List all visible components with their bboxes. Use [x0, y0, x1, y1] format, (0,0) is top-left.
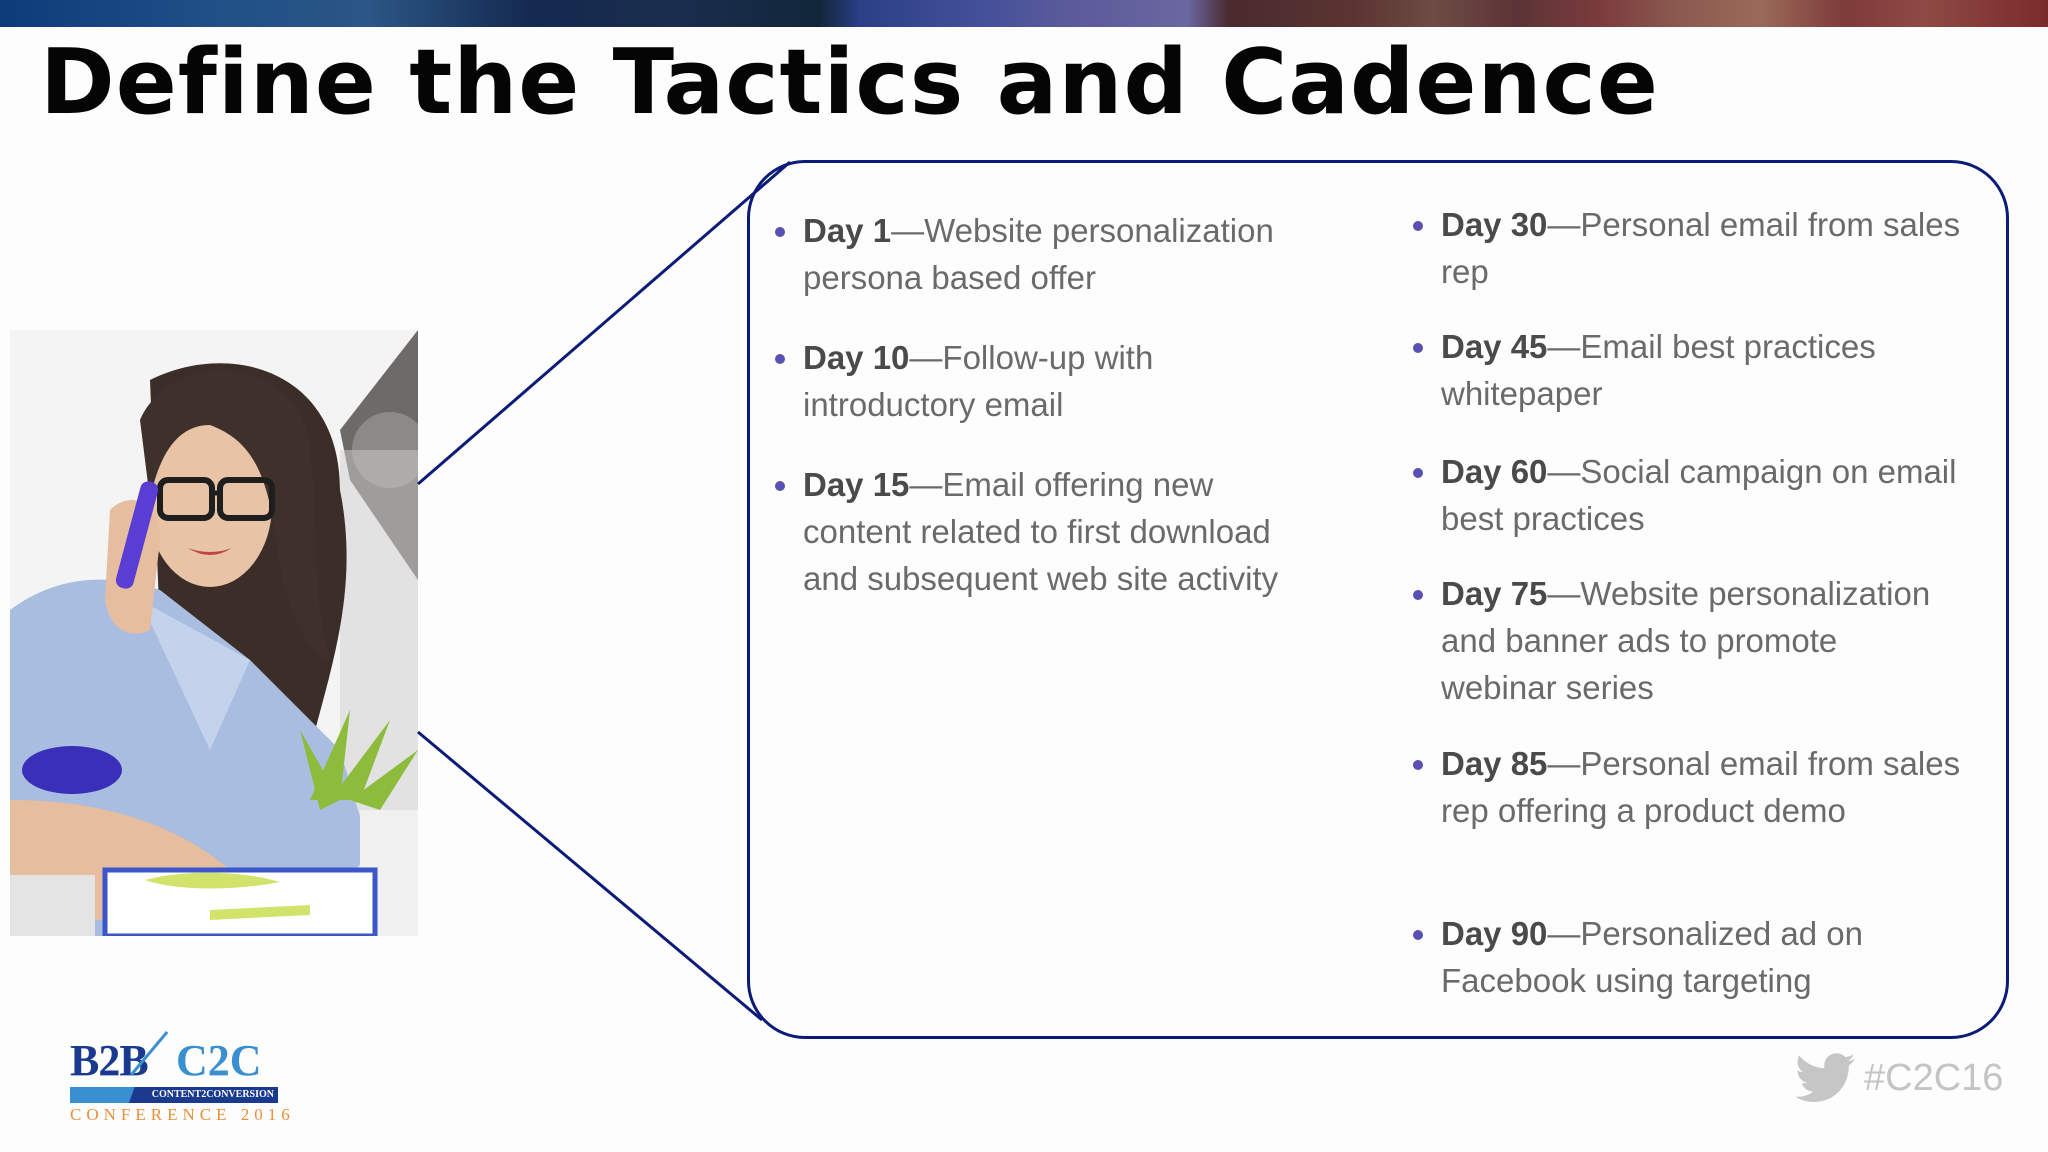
tactic-day: Day 60: [1441, 453, 1548, 490]
tactic-item: Day 90—Personalized ad on Facebook using…: [1413, 910, 1961, 1004]
tactic-item: Day 85—Personal email from sales rep off…: [1413, 740, 1961, 834]
top-banner: [0, 0, 2048, 27]
bullet-icon: [1413, 760, 1423, 770]
tactic-item: Day 75—Website personalization and banne…: [1413, 570, 1961, 711]
tactic-day: Day 85: [1441, 745, 1548, 782]
tactic-day: Day 30: [1441, 206, 1548, 243]
tactic-separator: —: [1547, 575, 1581, 612]
tactic-separator: —: [909, 466, 943, 503]
tactic-item: Day 10—Follow-up with introductory email: [775, 334, 1323, 428]
person-photo: [10, 330, 418, 936]
tactic-item: Day 60—Social campaign on email best pra…: [1413, 448, 1961, 542]
tactic-separator: —: [1547, 453, 1581, 490]
tactic-day: Day 45: [1441, 328, 1548, 365]
logo-tagline: CONTENT2CONVERSION: [151, 1089, 274, 1100]
bullet-icon: [775, 481, 785, 491]
bullet-icon: [1413, 468, 1423, 478]
tactic-text: Social campaign on email best practices: [1441, 453, 1957, 537]
logo-c2c: C2C: [176, 1036, 262, 1085]
tactic-item: Day 1—Website personalization persona ba…: [775, 207, 1323, 301]
tactic-text: Email best practices whitepaper: [1441, 328, 1876, 412]
bullet-icon: [775, 227, 785, 237]
bullet-icon: [1413, 343, 1423, 353]
bullet-icon: [775, 354, 785, 364]
tactic-day: Day 10: [803, 339, 910, 376]
tactic-day: Day 1: [803, 212, 892, 249]
twitter-bird-icon: [1796, 1053, 1855, 1102]
tactic-text: Email offering new content related to fi…: [803, 466, 1279, 597]
tactic-text: Follow-up with introductory email: [803, 339, 1154, 423]
tactic-separator: —: [1547, 745, 1581, 782]
tactic-day: Day 90: [1441, 915, 1548, 952]
logo-conference: CONFERENCE 2016: [70, 1105, 295, 1124]
tactic-text: Website personalization persona based of…: [803, 212, 1274, 296]
tactic-day: Day 75: [1441, 575, 1548, 612]
tactic-item: Day 45—Email best practices whitepaper: [1413, 323, 1961, 417]
tactic-separator: —: [891, 212, 925, 249]
conference-logo: B2B C2C CONTENT2CONVERSION CONFERENCE 20…: [70, 1031, 290, 1130]
person-photo-illustration: [10, 330, 418, 936]
tactic-item: Day 15—Email offering new content relate…: [775, 461, 1323, 602]
hashtag-label: #C2C16: [1864, 1056, 2004, 1099]
tactic-separator: —: [1547, 206, 1581, 243]
tactic-day: Day 15: [803, 466, 910, 503]
tactics-callout-box: [747, 160, 2009, 1039]
tactic-separator: —: [1547, 915, 1581, 952]
slide-title: Define the Tactics and Cadence: [40, 30, 1659, 135]
tactic-text: Personalized ad on Facebook using target…: [1441, 915, 1863, 999]
logo-b2b: B2B: [70, 1036, 149, 1085]
twitter-hashtag: #C2C16: [1796, 1048, 2003, 1108]
tactic-text: Website personalization and banner ads t…: [1441, 575, 1931, 706]
tactic-item: Day 30—Personal email from sales rep: [1413, 201, 1961, 295]
bullet-icon: [1413, 930, 1423, 940]
tactic-text: Personal email from sales rep: [1441, 206, 1961, 290]
logo-tagline-bar: CONTENT2CONVERSION: [70, 1087, 278, 1103]
tactic-separator: —: [1547, 328, 1581, 365]
tactic-separator: —: [909, 339, 943, 376]
bullet-icon: [1413, 590, 1423, 600]
tactic-text: Personal email from sales rep offering a…: [1441, 745, 1961, 829]
bullet-icon: [1413, 221, 1423, 231]
